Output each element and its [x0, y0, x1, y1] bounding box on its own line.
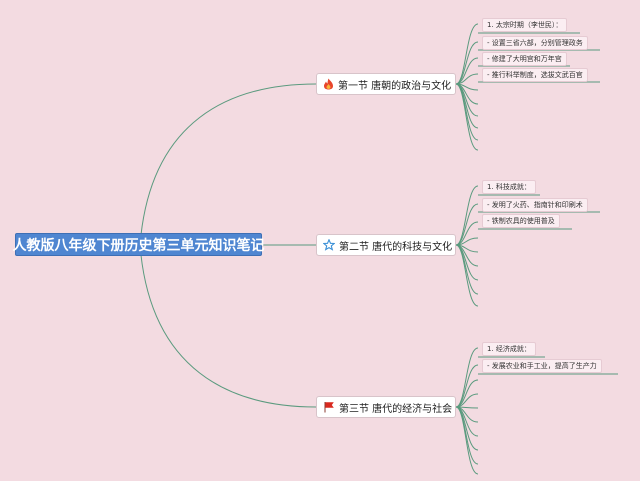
branch-topic-1[interactable]: 第一节 唐朝的政治与文化: [316, 73, 456, 95]
star-icon: [323, 239, 335, 251]
list-item[interactable]: - 设置三省六部，分别管理政务: [482, 36, 588, 50]
list-item[interactable]: - 修建了大明宫和万年宫: [482, 52, 567, 66]
branch-2-fan: [455, 185, 479, 307]
branch-3-underlines: [478, 356, 618, 375]
list-item[interactable]: - 发明了火药、指南针和印刷术: [482, 198, 588, 212]
branch-1-fan: [455, 23, 479, 151]
list-item[interactable]: - 发展农业和手工业，提高了生产力: [482, 359, 602, 373]
branch-topic-3[interactable]: 第三节 唐代的经济与社会: [316, 396, 456, 418]
branch-2-underlines: [478, 194, 600, 230]
root-title: 人教版八年级下册历史第三单元知识笔记: [12, 237, 265, 254]
list-item[interactable]: 1. 科技成就：: [482, 180, 536, 194]
branch-3-fan: [455, 347, 479, 475]
root-to-branch-1: [139, 83, 317, 246]
fire-icon: [323, 78, 334, 90]
list-item[interactable]: 1. 太宗时期（李世民）：: [482, 18, 568, 32]
list-item[interactable]: 1. 经济成就：: [482, 342, 536, 356]
branch-title-1: 第一节 唐朝的政治与文化: [338, 80, 452, 92]
branch-1-underlines: [478, 32, 600, 83]
branch-title-2: 第二节 唐代的科技与文化: [339, 241, 453, 253]
branch-topic-2[interactable]: 第二节 唐代的科技与文化: [316, 234, 456, 256]
list-item[interactable]: - 铁制农具的使用普及: [482, 214, 560, 228]
root-to-branch-3: [139, 244, 317, 408]
flag-icon: [323, 401, 335, 413]
branch-title-3: 第三节 唐代的经济与社会: [339, 403, 453, 415]
list-item[interactable]: - 推行科举制度，选拔文武百官: [482, 68, 588, 82]
root-topic[interactable]: 人教版八年级下册历史第三单元知识笔记: [12, 233, 265, 256]
